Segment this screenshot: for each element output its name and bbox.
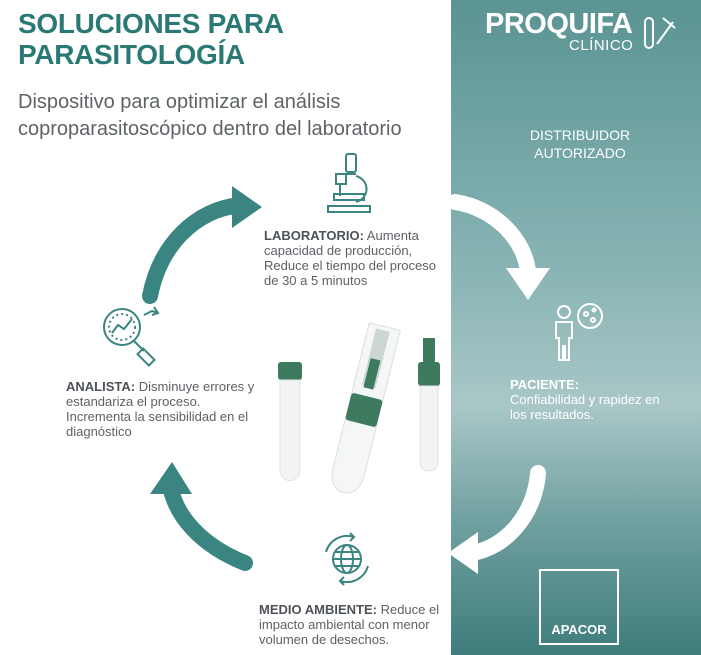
title-line-1: SOLUCIONES PARA bbox=[18, 8, 284, 39]
laboratorio-text: Aumenta capacidad de producción, Reduce … bbox=[264, 228, 436, 288]
analista-description: ANALISTA: Disminuye errores y estandariz… bbox=[66, 379, 266, 439]
brand-logo: PROQUIFA CLÍNICO bbox=[485, 8, 685, 58]
page-title: SOLUCIONES PARA PARASITOLOGÍA bbox=[18, 8, 284, 70]
laboratorio-label: LABORATORIO: bbox=[264, 228, 364, 243]
medio-ambiente-text: Reduce el impacto ambiental con menor vo… bbox=[259, 602, 440, 647]
test-tubes-image bbox=[278, 322, 440, 494]
laboratorio-description: LABORATORIO: Aumenta capacidad de produc… bbox=[264, 228, 454, 288]
patient-icon bbox=[555, 303, 603, 361]
brand-sub: CLÍNICO bbox=[569, 37, 634, 54]
arrowhead-paciente bbox=[506, 268, 550, 300]
paciente-text: Confiabilidad y rapidez en los resultado… bbox=[510, 392, 660, 422]
distributor-line-1: DISTRIBUIDOR bbox=[529, 127, 631, 143]
test-tube-icon bbox=[644, 17, 676, 49]
paciente-label: PACIENTE: bbox=[510, 377, 580, 392]
arrow-paciente-to-medio bbox=[464, 465, 546, 561]
distributor-line-2: AUTORIZADO bbox=[534, 145, 626, 161]
title-line-2: PARASITOLOGÍA bbox=[18, 39, 245, 70]
paciente-description: PACIENTE: Confiabilidad y rapidez en los… bbox=[510, 377, 660, 422]
arrow-analista-to-laboratorio bbox=[142, 197, 248, 304]
medio-ambiente-description: MEDIO AMBIENTE: Reduce el impacto ambien… bbox=[259, 602, 459, 647]
microscope-icon bbox=[327, 153, 371, 213]
arrowhead-analista bbox=[150, 462, 192, 494]
brand-name: PROQUIFA bbox=[485, 8, 633, 40]
apacor-logo-text: APACOR bbox=[551, 622, 607, 637]
arrow-laboratorio-to-paciente bbox=[447, 194, 536, 280]
medio-ambiente-label: MEDIO AMBIENTE: bbox=[259, 602, 377, 617]
arrowhead-medio bbox=[448, 532, 478, 574]
distributor-label: DISTRIBUIDOR AUTORIZADO bbox=[500, 126, 660, 162]
arrow-medio-to-analista bbox=[162, 477, 253, 571]
analista-label: ANALISTA: bbox=[66, 379, 136, 394]
arrowhead-laboratorio bbox=[232, 186, 262, 228]
magnifier-chart-icon bbox=[103, 306, 160, 367]
page-subtitle: Dispositivo para optimizar el análisis c… bbox=[18, 91, 402, 140]
analista-text: Disminuye errores y estandariza el proce… bbox=[66, 379, 255, 439]
globe-recycle-icon bbox=[325, 532, 369, 586]
apacor-logo: APACOR bbox=[539, 569, 619, 645]
